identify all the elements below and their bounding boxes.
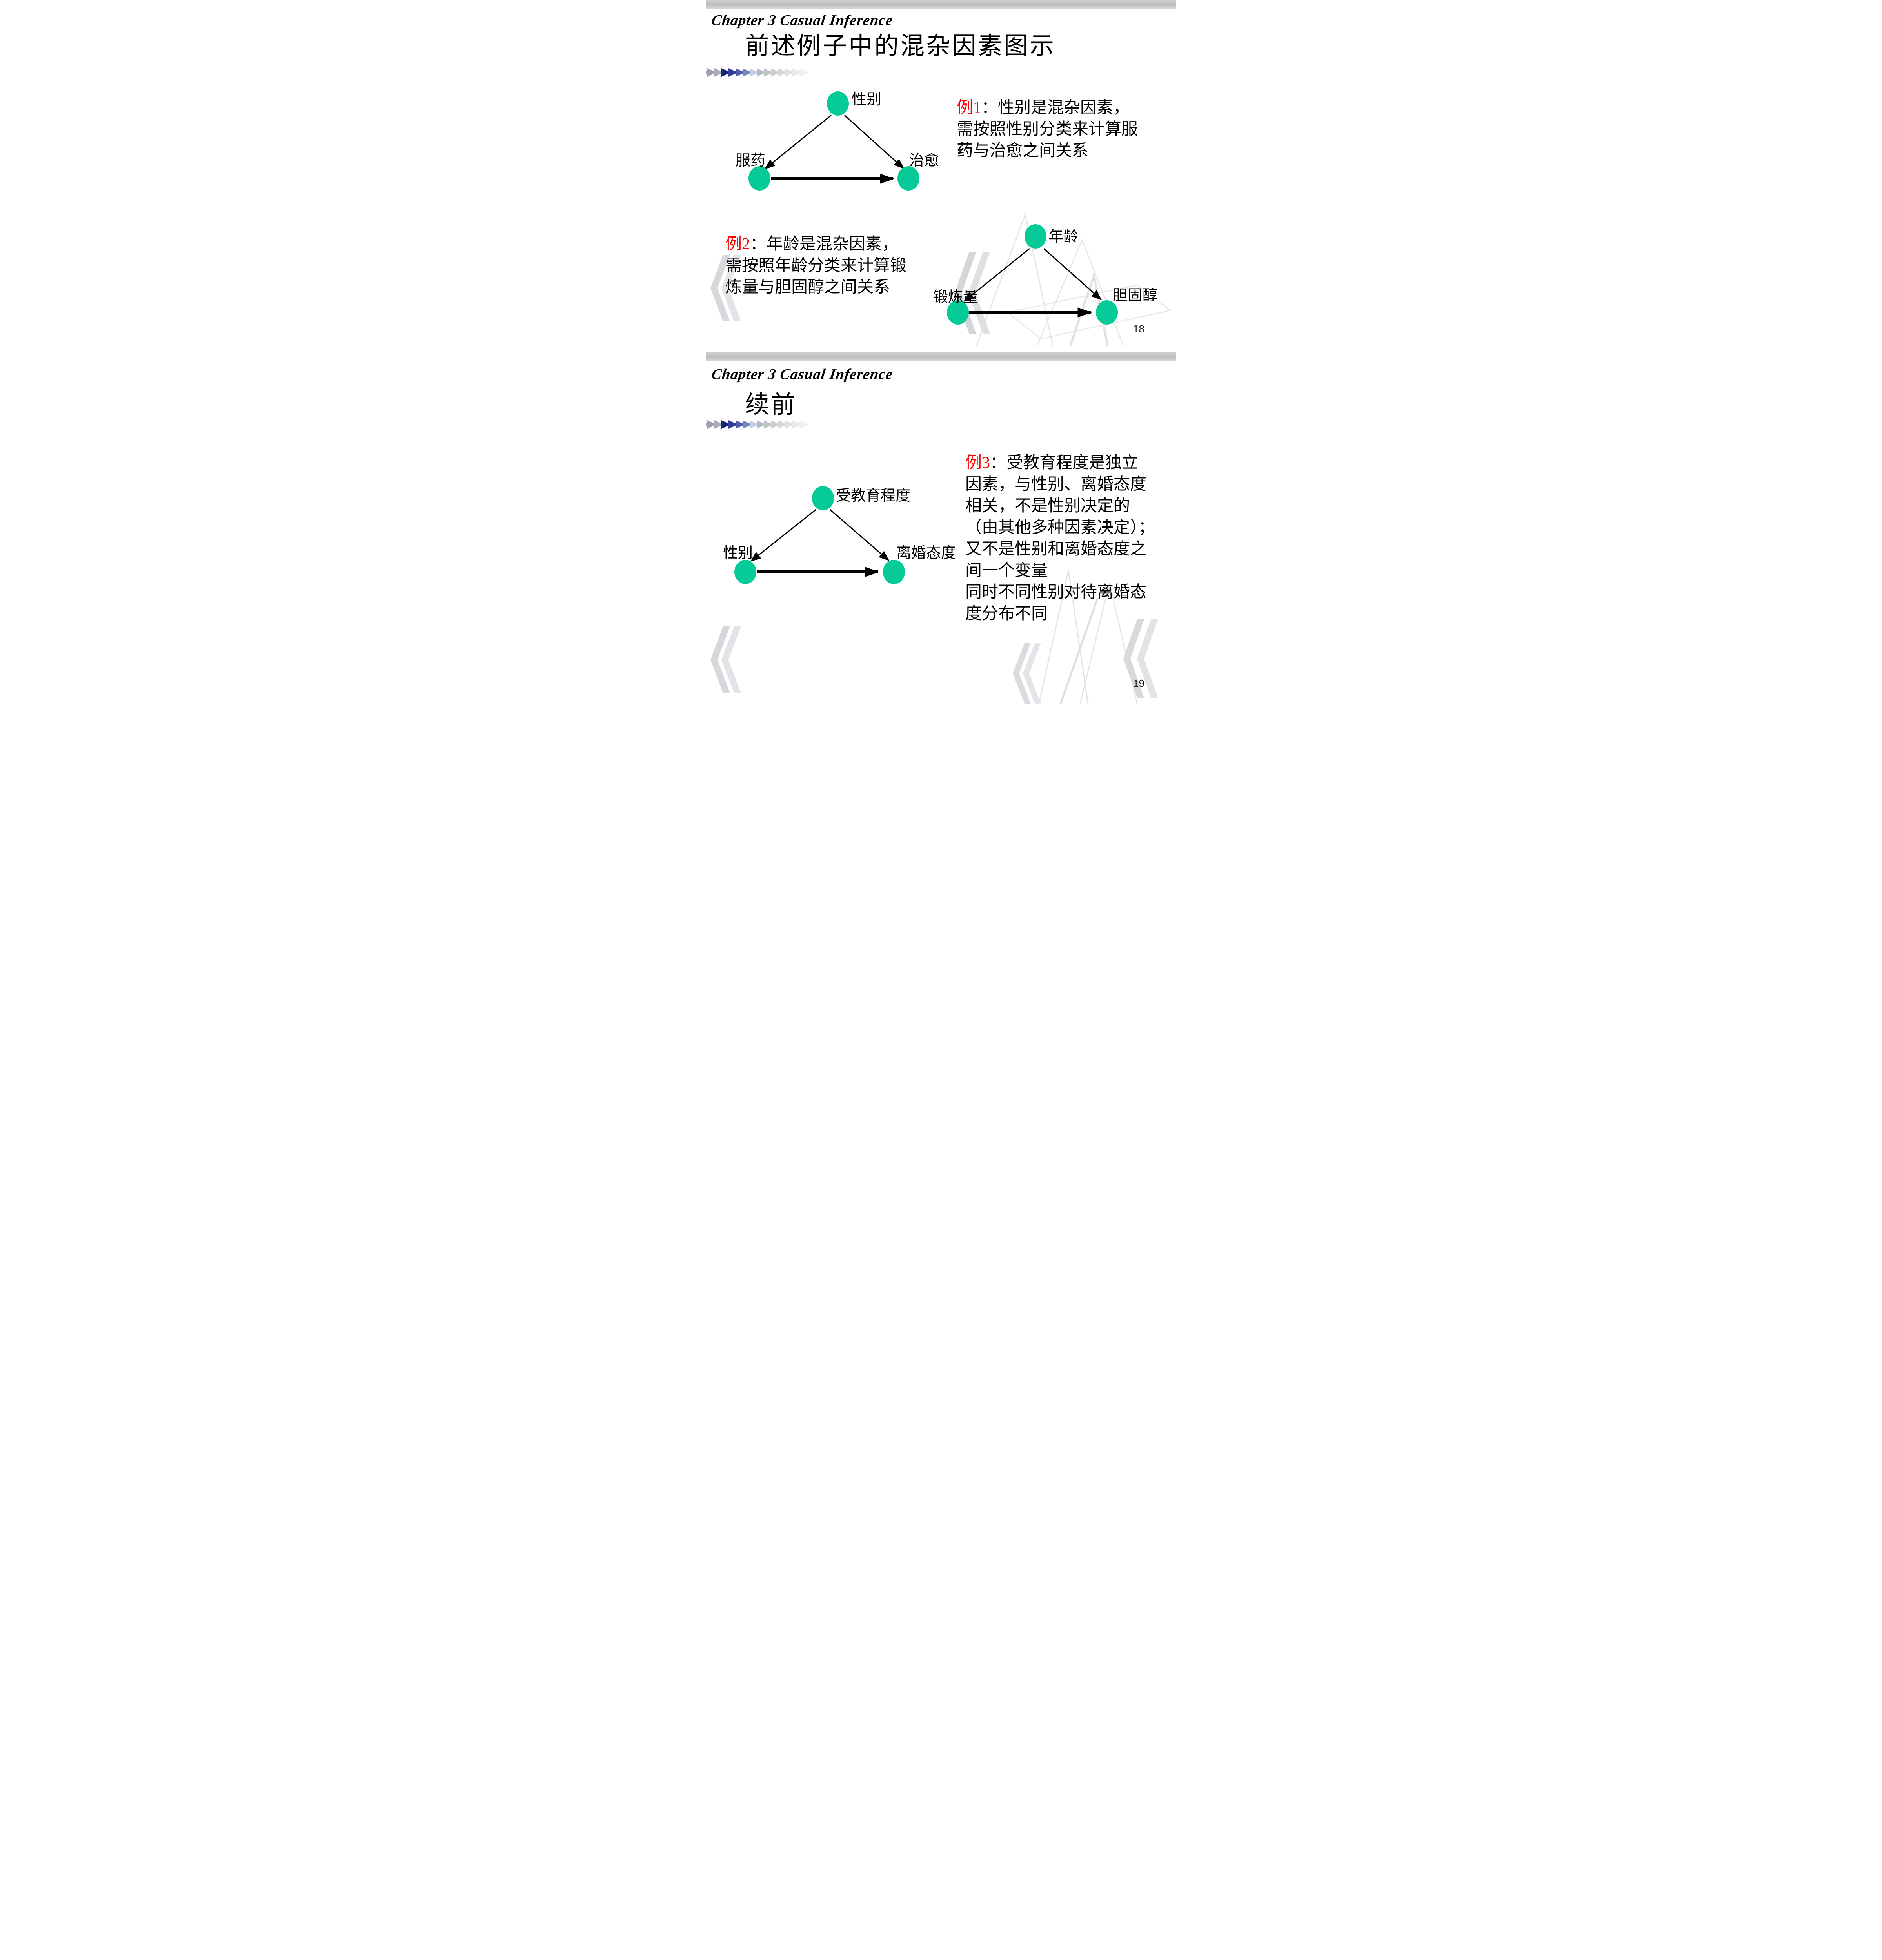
node-label-cure: 治愈: [909, 152, 939, 169]
document-page: Chapter 3 Casual Inference 前述例子中的混杂因素图示 …: [706, 0, 1176, 706]
text-line: 药与治愈之间关系: [957, 142, 1089, 160]
slide-title: 续前: [745, 392, 797, 418]
node-label-divorce-attitude: 离婚态度: [896, 545, 956, 561]
text-line: 相关，不是性别决定的: [965, 497, 1130, 515]
node-gender: [734, 560, 756, 584]
node-gender: [827, 91, 849, 116]
chevron-arrow-icon: [799, 68, 808, 77]
text-line: 例3：受教育程度是独立: [965, 454, 1139, 472]
node-cure: [897, 166, 919, 191]
chevron-decoration-row: [706, 68, 808, 77]
watermark-chevron-icon: [1013, 643, 1041, 704]
chevron-arrow-icon: [799, 420, 808, 429]
example1-text: 例1：性别是混杂因素， 需按照性别分类来计算服 药与治愈之间关系: [957, 97, 1138, 162]
node-label-exercise: 锻炼量: [933, 289, 978, 305]
text-line: （由其他多种因素决定）；: [965, 519, 1155, 537]
node-label-age: 年龄: [1048, 229, 1079, 245]
text-line: 炼量与胆固醇之间关系: [725, 278, 890, 296]
top-divider-bar: [706, 0, 1176, 9]
page-number: 18: [1133, 323, 1144, 335]
node-age: [1025, 224, 1046, 249]
arrow-education-to-divorce: [830, 509, 890, 561]
arrow-gender-to-medication: [764, 114, 832, 169]
page-number: 19: [1133, 677, 1144, 689]
node-label-cholesterol: 胆固醇: [1113, 287, 1158, 304]
slide-18: Chapter 3 Casual Inference 前述例子中的混杂因素图示 …: [706, 9, 1176, 352]
node-label-gender: 性别: [723, 545, 753, 561]
example1-label: 例1: [957, 99, 982, 117]
chapter-header: Chapter 3 Casual Inference: [710, 366, 894, 383]
node-divorce-attitude: [883, 560, 905, 584]
text-line: 度分布不同: [965, 605, 1048, 623]
text-line: 间一个变量: [965, 562, 1048, 580]
example2-label: 例2: [725, 235, 750, 253]
node-label-medication: 服药: [736, 152, 766, 169]
text-line: 需按照年龄分类来计算锻: [725, 257, 907, 275]
example3-label: 例3: [965, 454, 990, 472]
text-line: 因素，与性别、离婚态度: [965, 475, 1147, 494]
node-education: [812, 486, 834, 510]
arrow-age-to-cholesterol: [1043, 248, 1102, 300]
text-line: 例2：年龄是混杂因素，: [725, 235, 899, 253]
arrow-gender-to-cure: [844, 114, 905, 169]
node-label-education: 受教育程度: [836, 488, 911, 504]
node-medication: [748, 166, 770, 191]
node-label-gender: 性别: [852, 91, 882, 108]
example3-text: 例3：受教育程度是独立 因素，与性别、离婚态度 相关，不是性别决定的 （由其他多…: [965, 452, 1155, 625]
slide-title: 前述例子中的混杂因素图示: [745, 33, 1056, 60]
watermark-chevron-icon: [710, 626, 741, 693]
text-line: 例1：性别是混杂因素，: [957, 99, 1130, 117]
chevron-decoration-row: [706, 420, 808, 429]
example2-text: 例2：年龄是混杂因素， 需按照年龄分类来计算锻 炼量与胆固醇之间关系: [725, 234, 906, 298]
arrow-education-to-gender: [750, 509, 816, 562]
slide-divider-bar: [706, 352, 1176, 361]
text-line: 又不是性别和离婚态度之: [965, 540, 1147, 558]
text-line: 需按照性别分类来计算服: [957, 120, 1138, 138]
text-line: 同时不同性别对待离婚态: [965, 583, 1147, 601]
slide-19: Chapter 3 Casual Inference 续前 受教育程度 性别 离…: [706, 361, 1176, 706]
